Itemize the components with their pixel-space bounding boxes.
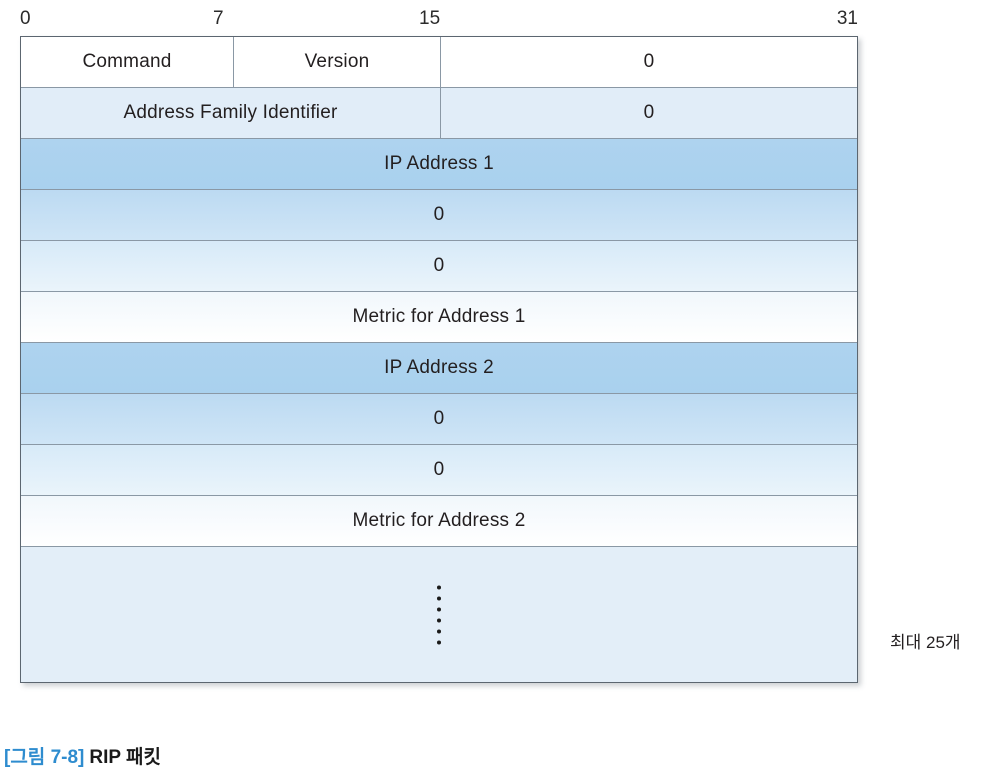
field-ip-address-2: IP Address 2 bbox=[384, 357, 494, 378]
max-entries-annotation: 최대 25개 bbox=[890, 633, 961, 652]
figure-caption-title: RIP 패킷 bbox=[89, 747, 161, 768]
ruler-tick-31: 31 bbox=[836, 8, 858, 29]
figure-caption: [그림 7-8]RIP 패킷 bbox=[4, 742, 161, 769]
ruler-tick-7: 7 bbox=[213, 8, 224, 29]
field-zero-2a: 0 bbox=[433, 408, 445, 429]
field-zero-2b: 0 bbox=[433, 459, 445, 480]
field-metric-for-address-2: Metric for Address 2 bbox=[352, 510, 526, 531]
field-command: Command bbox=[21, 37, 234, 87]
packet-row-header: Command Version 0 bbox=[21, 37, 857, 88]
ellipsis-dot bbox=[437, 585, 441, 589]
packet-row-continuation bbox=[21, 547, 857, 682]
field-zero-1a: 0 bbox=[433, 204, 445, 225]
field-ip-address-1: IP Address 1 bbox=[384, 153, 494, 174]
packet-row-ip-address-2: IP Address 2 bbox=[21, 343, 857, 394]
field-metric-for-address-1: Metric for Address 1 bbox=[352, 306, 526, 327]
packet-row-ip-address-1: IP Address 1 bbox=[21, 139, 857, 190]
field-address-family-identifier: Address Family Identifier bbox=[21, 88, 441, 138]
packet-row-zero-1a: 0 bbox=[21, 190, 857, 241]
ruler-tick-0: 0 bbox=[20, 8, 31, 29]
packet-row-afi: Address Family Identifier 0 bbox=[21, 88, 857, 139]
ellipsis-dot bbox=[437, 607, 441, 611]
packet-row-zero-2a: 0 bbox=[21, 394, 857, 445]
vertical-ellipsis-icon bbox=[437, 585, 441, 644]
field-version: Version bbox=[234, 37, 441, 87]
packet-row-zero-1b: 0 bbox=[21, 241, 857, 292]
ellipsis-dot bbox=[437, 596, 441, 600]
bit-position-ruler: 0 7 15 31 bbox=[20, 6, 858, 32]
rip-packet-diagram: Command Version 0 Address Family Identif… bbox=[20, 36, 858, 683]
packet-row-zero-2b: 0 bbox=[21, 445, 857, 496]
ellipsis-dot bbox=[437, 618, 441, 622]
figure-caption-number: [그림 7-8] bbox=[4, 747, 85, 768]
packet-row-metric-2: Metric for Address 2 bbox=[21, 496, 857, 547]
packet-row-metric-1: Metric for Address 1 bbox=[21, 292, 857, 343]
ellipsis-dot bbox=[437, 629, 441, 633]
field-afi-zero: 0 bbox=[643, 102, 655, 123]
ruler-tick-15: 15 bbox=[419, 8, 441, 29]
field-zero-1b: 0 bbox=[433, 255, 445, 276]
ellipsis-dot bbox=[437, 640, 441, 644]
field-header-zero: 0 bbox=[643, 51, 655, 72]
